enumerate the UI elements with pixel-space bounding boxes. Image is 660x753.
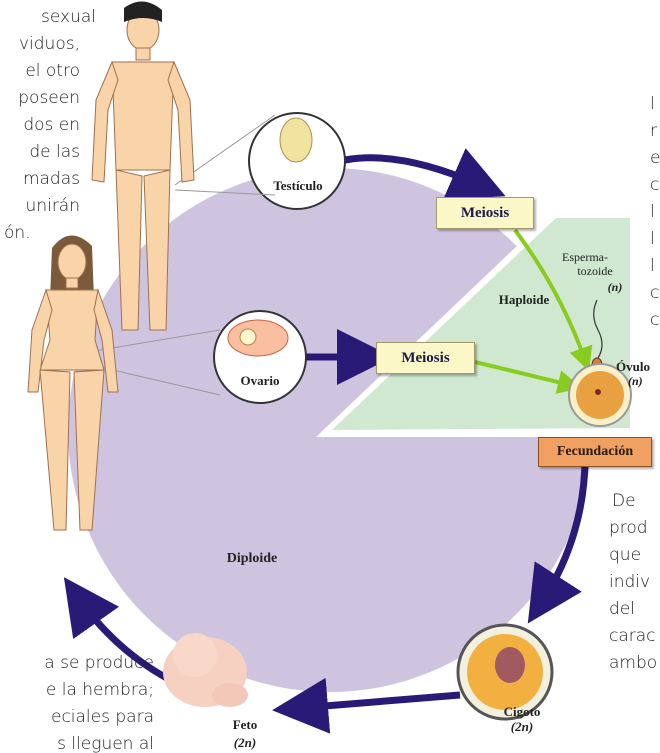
right-text-line: c	[650, 282, 659, 305]
bottom-left-text-line: s lleguen al	[57, 733, 154, 753]
egg-inner	[576, 371, 624, 419]
fetus-label: Feto	[220, 717, 270, 733]
right-text-line: indiv	[609, 571, 650, 594]
zygote-label: Cigoto	[492, 704, 552, 720]
meiosis-box-top: Meiosis	[436, 197, 534, 229]
right-text-line: e	[650, 147, 660, 170]
right-text-line: l	[650, 255, 655, 278]
ovary-label: Ovario	[232, 373, 288, 389]
meiosis-box-middle: Meiosis	[376, 342, 475, 374]
right-text-line: carac	[609, 625, 656, 648]
left-text-line: el otro	[25, 60, 80, 83]
left-text-line: ón.	[4, 222, 31, 245]
right-text-line: l	[650, 201, 655, 224]
egg-label: Óvulo	[616, 359, 660, 375]
right-text-line: del	[609, 598, 635, 621]
egg-ploidy: (n)	[628, 374, 658, 389]
left-text-line: de las	[29, 141, 80, 164]
right-text-line: prod	[609, 517, 648, 540]
testis-icon	[280, 118, 312, 162]
right-text-line: l	[650, 228, 655, 251]
right-text-line: c	[650, 309, 659, 332]
right-text-line: r	[650, 120, 657, 143]
cycle-arrow-bottom	[300, 695, 460, 708]
sperm-label-1: Esperma-	[555, 250, 615, 265]
testis-label: Testículo	[268, 178, 328, 194]
fertilization-box: Fecundación	[538, 437, 652, 467]
bottom-left-text-line: e la hembra;	[46, 679, 154, 702]
diploid-label: Diploide	[212, 551, 292, 567]
haploid-label: Haploide	[484, 292, 564, 308]
sperm-ploidy: (n)	[600, 280, 630, 295]
right-text-line: c	[650, 174, 659, 197]
sperm-label-2: tozoide	[570, 264, 620, 279]
zygote-nucleus	[495, 647, 525, 683]
left-text-line: viduos,	[19, 33, 80, 56]
left-text-line: dos en	[23, 114, 80, 137]
left-text-line: unirán	[26, 195, 80, 218]
zygote-ploidy: (2n)	[492, 719, 552, 735]
ovary-icon	[228, 320, 288, 356]
left-text-line: madas	[23, 168, 80, 191]
right-text-line: ambo	[609, 652, 657, 675]
left-text-line: poseen	[18, 87, 80, 110]
egg-nucleus	[595, 389, 601, 395]
left-text-line: sexual	[41, 6, 96, 29]
fetus-ploidy: (2n)	[220, 735, 270, 751]
bottom-left-text-line: a se produce	[44, 652, 154, 675]
right-text-line: l	[650, 93, 655, 116]
right-text-line: que	[609, 544, 641, 567]
right-text-line: De	[612, 490, 636, 513]
bottom-left-text-line: eciales para	[51, 706, 154, 729]
